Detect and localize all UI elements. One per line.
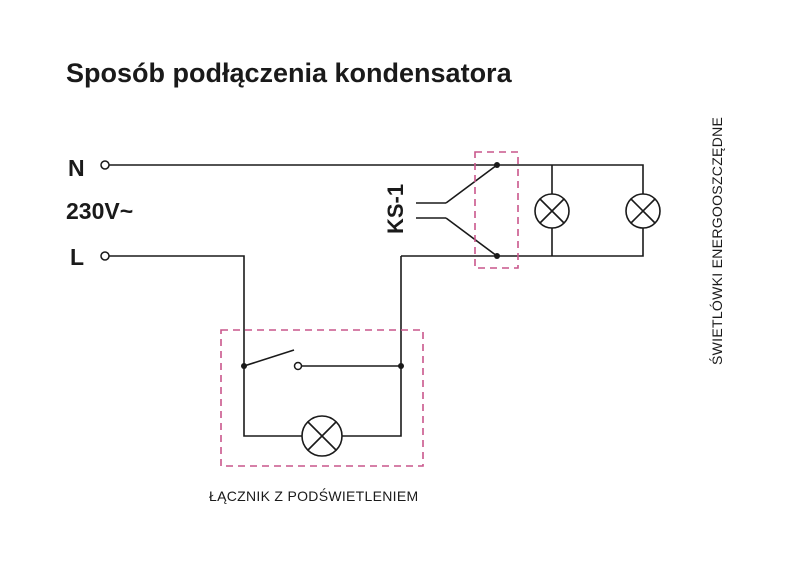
capacitor-icon bbox=[416, 164, 498, 257]
terminal-l-icon bbox=[100, 251, 110, 261]
capacitor-node-bottom bbox=[494, 253, 500, 259]
page-title: Sposób podłączenia kondensatora bbox=[66, 58, 513, 88]
voltage-label: 230V~ bbox=[66, 198, 133, 224]
switch-node-left bbox=[241, 363, 247, 369]
terminal-n-icon bbox=[100, 160, 110, 170]
lamp-2-icon bbox=[625, 193, 661, 229]
capacitor-label: KS-1 bbox=[383, 184, 408, 234]
lamps-caption: ŚWIETLÓWKI ENERGOOSZCZĘDNE bbox=[708, 117, 725, 365]
switch-node-right bbox=[398, 363, 404, 369]
switch-contact-left bbox=[243, 349, 295, 367]
lamp-1-icon bbox=[534, 193, 570, 229]
switch-module-frame bbox=[220, 329, 424, 467]
capacitor-node-top bbox=[494, 162, 500, 168]
switch-contact-icon bbox=[293, 361, 303, 371]
neutral-wire bbox=[109, 164, 644, 257]
capacitor-frame bbox=[474, 151, 519, 269]
indicator-branch bbox=[243, 366, 402, 437]
terminal-label-n: N bbox=[68, 155, 85, 181]
terminal-label-l: L bbox=[70, 244, 84, 270]
switch-module-caption: ŁĄCZNIK Z PODŚWIETLENIEM bbox=[209, 487, 418, 504]
indicator-lamp-icon bbox=[301, 415, 343, 457]
live-wire bbox=[109, 255, 245, 366]
